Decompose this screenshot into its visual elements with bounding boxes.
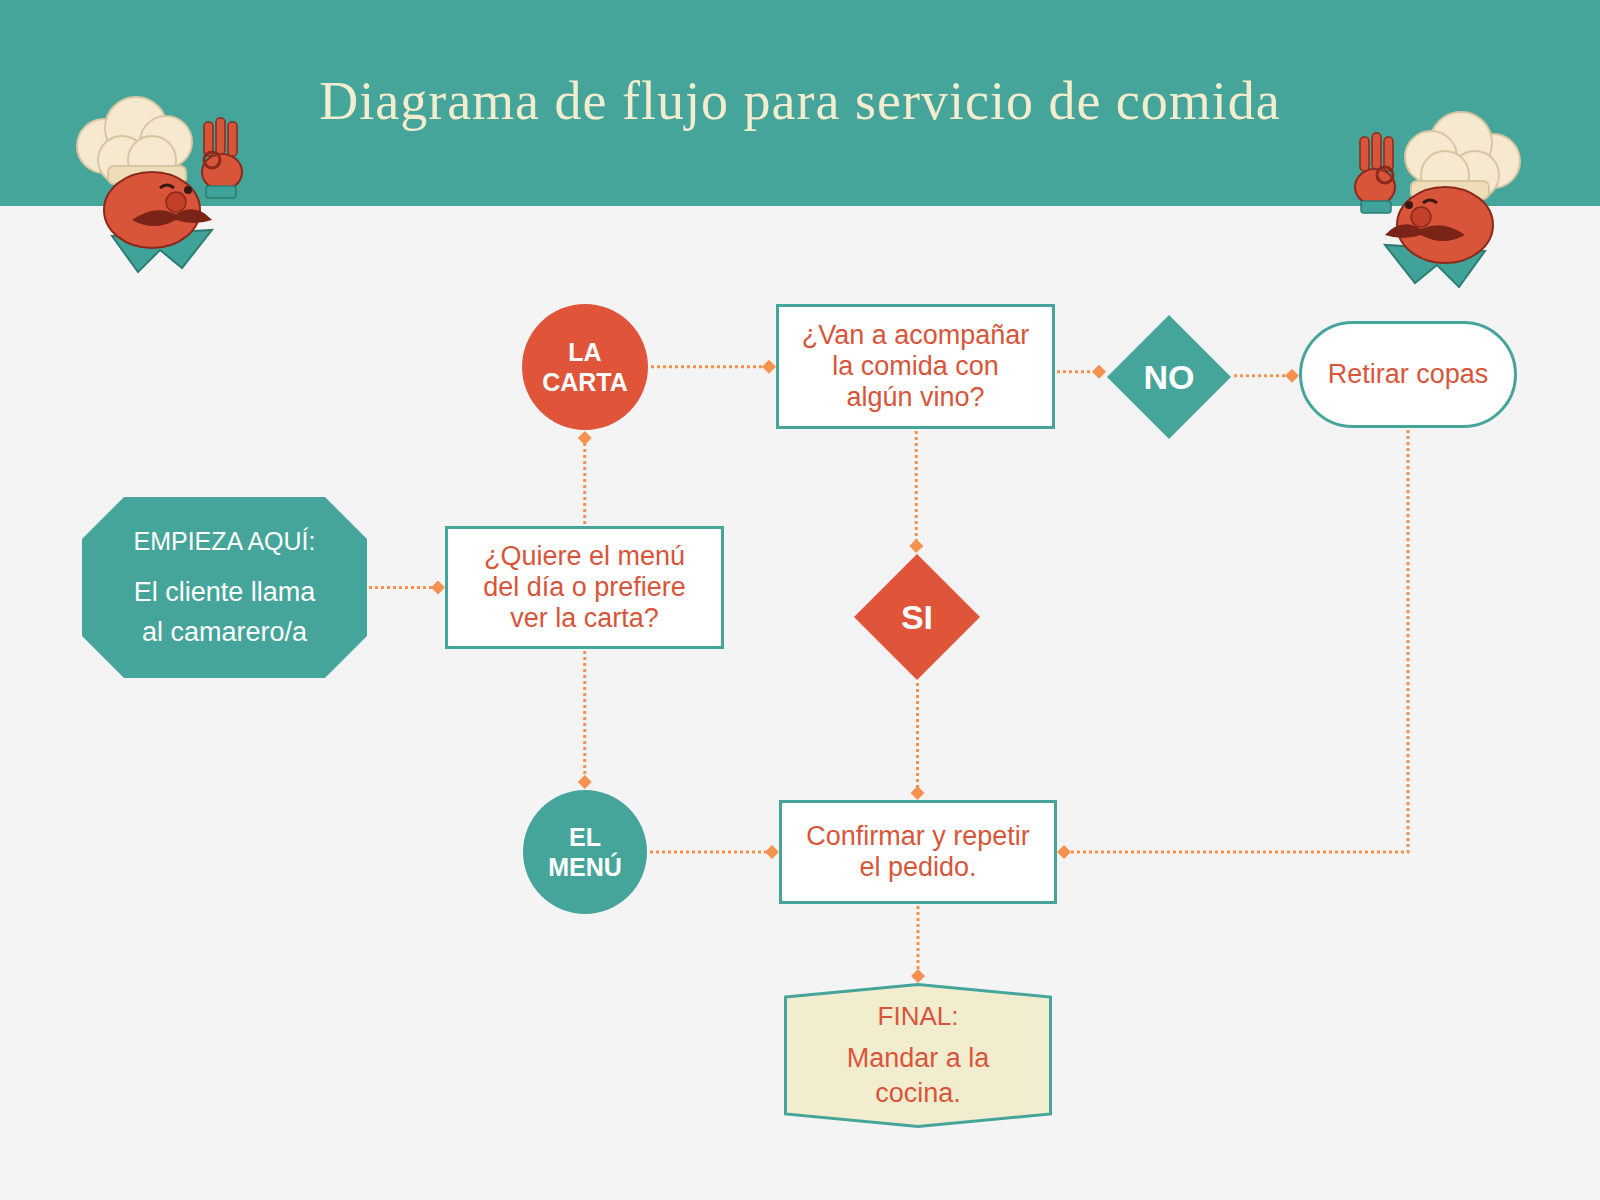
process-box: Confirmar y repetir el pedido.	[779, 800, 1057, 904]
chef-mustache	[132, 209, 212, 226]
decision-diamond-outline	[1107, 315, 1231, 439]
terminal-pill: Retirar copas	[1299, 321, 1517, 428]
choice-circle: LA CARTA	[521, 303, 649, 431]
choice-circle-shape	[521, 303, 649, 431]
decision-diamond: SI	[853, 553, 981, 681]
choice-circle: EL MENÚ	[522, 789, 648, 915]
choice-circle-outline	[522, 304, 648, 430]
node-text: EL MENÚ	[535, 822, 635, 882]
flow-connector	[917, 906, 920, 976]
flow-connector	[583, 651, 586, 782]
node-text: LA CARTA	[535, 337, 635, 397]
process-box: ¿Quiere el menú del día o prefiere ver l…	[445, 526, 724, 649]
flow-connector	[583, 438, 586, 524]
node-text: SI	[901, 597, 933, 638]
node-text: ¿Quiere el menú del día o prefiere ver l…	[467, 541, 703, 634]
flow-connector	[916, 683, 919, 793]
node-text: Confirmar y repetir el pedido.	[800, 821, 1036, 883]
end-box-outline	[786, 985, 1051, 1127]
terminal-pill-outline	[1301, 323, 1516, 427]
node-heading: FINAL:	[878, 1000, 959, 1034]
choice-circle-shape	[522, 789, 648, 915]
decision-diamond-outline	[854, 554, 980, 680]
node-text: Retirar copas	[1328, 358, 1489, 390]
chef-eye	[160, 185, 174, 188]
end-box: FINAL: Mandar a la cocina.	[784, 983, 1052, 1128]
chef-eye	[184, 186, 192, 194]
start-octagon-outline	[82, 497, 367, 678]
choice-circle-outline	[523, 790, 647, 914]
start-octagon: EMPIEZA AQUÍ: El cliente llama al camarer…	[82, 497, 367, 678]
chef-cuff	[206, 186, 236, 198]
flow-connector	[1234, 374, 1292, 377]
flow-connector	[651, 365, 769, 368]
flow-connector	[1057, 370, 1099, 373]
node-heading: EMPIEZA AQUÍ:	[134, 523, 316, 559]
flow-connector	[915, 431, 918, 546]
node-text: El cliente llama al camarero/a	[125, 573, 325, 651]
chef-finger	[216, 118, 225, 154]
diagram-title: Diagrama de flujo para servicio de comid…	[0, 68, 1600, 134]
decision-diamond: NO	[1106, 314, 1232, 440]
node-text: NO	[1144, 357, 1195, 398]
chef-nose	[166, 192, 186, 212]
chef-finger	[228, 122, 237, 156]
chef-hand	[202, 154, 242, 190]
chef-ok-ring	[204, 152, 220, 168]
process-box: ¿Van a acompañar la comida con algún vin…	[776, 304, 1055, 429]
flow-connector	[1064, 430, 1408, 852]
flow-connector	[650, 851, 772, 854]
chef-illustration	[1355, 112, 1520, 287]
chef-illustration	[77, 97, 242, 272]
node-text: Mandar a la cocina.	[843, 1041, 993, 1111]
node-text: ¿Van a acompañar la comida con algún vin…	[798, 320, 1034, 413]
flow-connector	[369, 586, 438, 589]
